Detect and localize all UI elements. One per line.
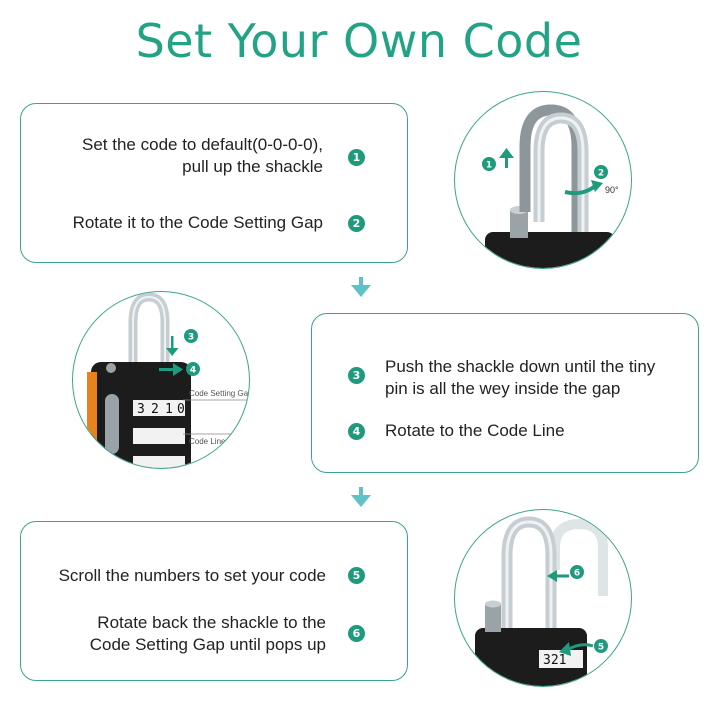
step-3-line-2: pin is all the wey inside the gap <box>385 379 621 398</box>
step-panel-1 <box>20 103 408 263</box>
lock-dial-image: 3 2 1 0 Code Setting Gap Code Line 3 4 <box>87 292 249 468</box>
step-1-text: Set the code to default(0-0-0-0), pull u… <box>40 134 323 178</box>
svg-text:3: 3 <box>188 333 194 343</box>
page-title: Set Your Own Code <box>135 14 583 68</box>
step-6-badge: 6 <box>348 625 365 642</box>
step-2-badge: 2 <box>348 215 365 232</box>
code-line-label: Code Line <box>189 437 226 446</box>
step-3-text: Push the shackle down until the tiny pin… <box>385 356 690 400</box>
step-panel-3 <box>20 521 408 681</box>
step-5-badge: 5 <box>348 567 365 584</box>
step-1-line-2: pull up the shackle <box>182 157 323 176</box>
dial-digit-0: 0 <box>177 402 185 417</box>
step-1-badge: 1 <box>348 149 365 166</box>
step-5-text: Scroll the numbers to set your code <box>58 566 326 585</box>
down-arrow-icon <box>351 277 371 297</box>
step-2-text: Rotate it to the Code Setting Gap <box>72 213 323 232</box>
step-6-line-2: Code Setting Gap until pops up <box>89 635 326 654</box>
angle-label: 90° <box>605 185 619 195</box>
step-4-text: Rotate to the Code Line <box>385 421 565 440</box>
svg-text:6: 6 <box>574 569 580 579</box>
step-4-badge: 4 <box>348 423 365 440</box>
svg-text:5: 5 <box>598 643 604 653</box>
step-6-text: Rotate back the shackle to the Code Sett… <box>30 612 326 656</box>
step-6-line-1: Rotate back the shackle to the <box>97 613 326 632</box>
svg-text:321: 321 <box>543 653 566 668</box>
lock-rotate-back-image: 321 6 5 <box>475 516 608 686</box>
lock-illustration-2: 3 2 1 0 Code Setting Gap Code Line 3 4 <box>72 291 250 469</box>
dial-digit-1: 1 <box>165 402 173 417</box>
step-1-line-1: Set the code to default(0-0-0-0), <box>82 135 323 154</box>
code-setting-gap-label: Code Setting Gap <box>189 389 249 398</box>
lock-illustration-1: 1 2 90° <box>454 91 632 269</box>
step-3-badge: 3 <box>348 367 365 384</box>
svg-text:4: 4 <box>190 366 196 376</box>
dial-digit-2: 2 <box>151 402 159 417</box>
lock-pull-up-image: 1 2 90° <box>482 104 619 268</box>
lock-illustration-3: 321 6 5 <box>454 509 632 687</box>
svg-text:2: 2 <box>598 169 604 179</box>
svg-text:1: 1 <box>486 161 492 171</box>
dial-digit-3: 3 <box>137 402 145 417</box>
down-arrow-icon-2 <box>351 487 371 507</box>
step-3-line-1: Push the shackle down until the tiny <box>385 357 656 376</box>
step-panel-2 <box>311 313 699 473</box>
